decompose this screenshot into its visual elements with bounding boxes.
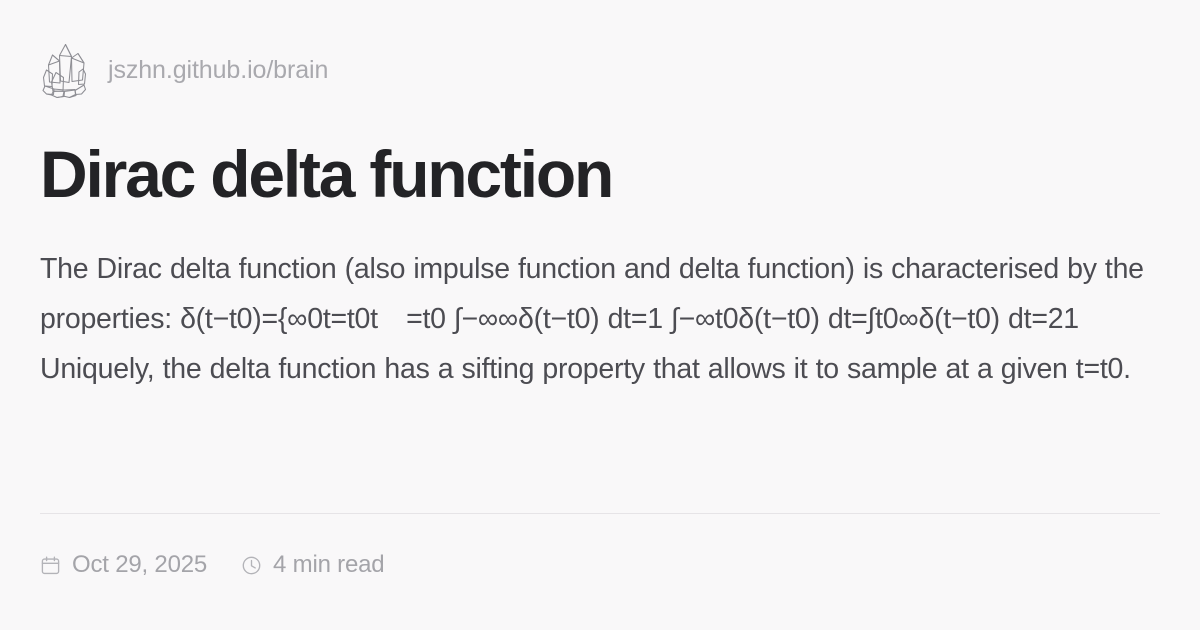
read-time-label: 4 min read bbox=[273, 551, 385, 578]
footer-divider bbox=[40, 513, 1160, 514]
crystal-cluster-icon bbox=[40, 41, 92, 99]
clock-icon bbox=[241, 555, 262, 576]
site-url[interactable]: jszhn.github.io/brain bbox=[108, 55, 329, 84]
publish-date-label: Oct 29, 2025 bbox=[72, 551, 208, 578]
read-time: 4 min read bbox=[241, 551, 385, 578]
article-meta: Oct 29, 2025 4 min read bbox=[40, 540, 1160, 590]
layout-spacer bbox=[40, 394, 1160, 513]
page-title: Dirac delta function bbox=[40, 137, 614, 211]
article-summary: The Dirac delta function (also impulse f… bbox=[40, 252, 1144, 385]
brand-header: jszhn.github.io/brain bbox=[40, 40, 1160, 100]
calendar-icon bbox=[40, 555, 61, 576]
publish-date: Oct 29, 2025 bbox=[40, 553, 207, 577]
